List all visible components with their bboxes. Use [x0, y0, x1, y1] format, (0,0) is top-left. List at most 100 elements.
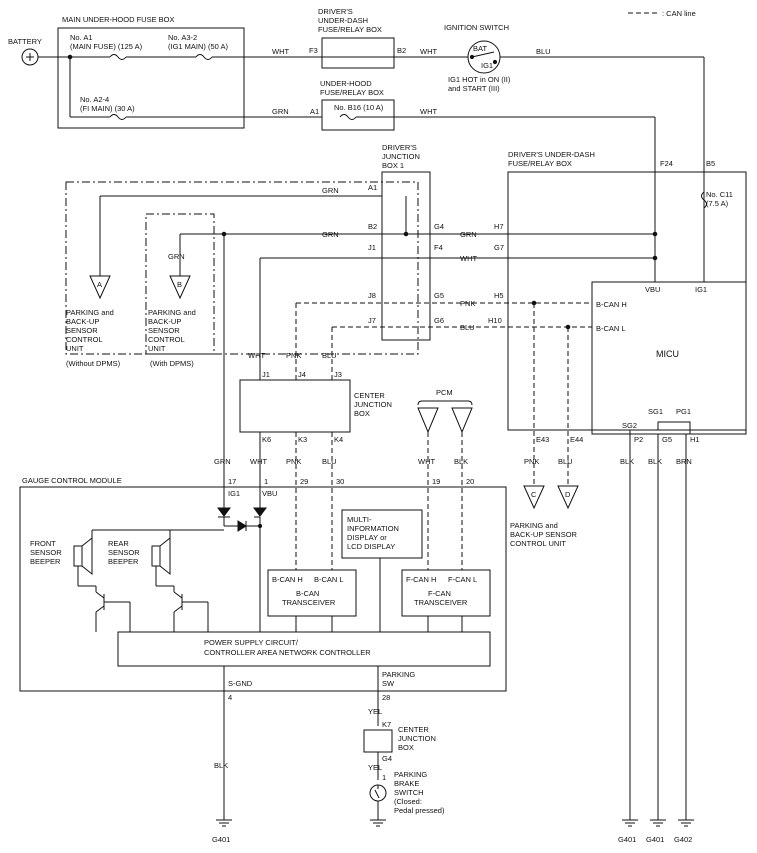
pin-g6: G6 [434, 316, 444, 325]
connector-c-icon [523, 485, 545, 510]
sensor-b-l2: BACK-UP [148, 317, 181, 326]
pin-g4-j: G4 [434, 222, 444, 231]
pin-h7: H7 [494, 222, 504, 231]
fuse-a3-label: No. A3-2 [168, 33, 197, 42]
hood-relay-box [321, 99, 395, 131]
main-fuse-box [57, 27, 245, 129]
wire-label-grn-2: GRN [322, 186, 339, 195]
pin-30: 30 [336, 477, 344, 486]
front-beeper-l3: BEEPER [30, 557, 61, 566]
ground-icon-gcm [216, 819, 232, 827]
wire-label-grn-4: GRN [460, 230, 477, 239]
pin-g7: G7 [494, 243, 504, 252]
gcm-ig1: IG1 [228, 489, 240, 498]
pin-cjb-j3: J3 [334, 370, 342, 379]
micu-ig1: IG1 [695, 285, 707, 294]
sensor-b-note: (With DPMS) [150, 359, 194, 368]
mid-l1: MULTI- [347, 515, 372, 524]
wire-label-pnk-2: PNK [286, 351, 301, 360]
sensor-b-l5: UNIT [148, 344, 166, 353]
pin-b2-j: B2 [368, 222, 377, 231]
junction-box-1 [381, 171, 431, 341]
wire-label-wht-6: WHT [250, 457, 267, 466]
wire-label-pnk-3: PNK [286, 457, 301, 466]
hood-relay-l2: FUSE/RELAY BOX [320, 88, 384, 97]
fuse-a3-rating: (IG1 MAIN) (50 A) [168, 42, 229, 51]
pin-cjb-j1: J1 [262, 370, 270, 379]
sensor-cd-l3: CONTROL UNIT [510, 539, 566, 548]
dash-relay-top-l3: FUSE/RELAY BOX [318, 25, 382, 34]
pcm-connector-2-icon [451, 407, 473, 434]
connector-b-icon [169, 275, 191, 300]
pin-f4-j: F4 [434, 243, 443, 252]
cjb-l3: BOX [354, 409, 370, 418]
fcan-title2: TRANSCEIVER [414, 598, 468, 607]
fuse-a1-icon [109, 54, 127, 60]
dash-relay-right-l2: FUSE/RELAY BOX [508, 159, 572, 168]
connector-b-letter: B [177, 280, 182, 289]
dash-relay-right-l1: DRIVER'S UNDER-DASH [508, 150, 595, 159]
cjb2-l1: CENTER [398, 725, 429, 734]
ground-g401-g5: G401 [646, 835, 664, 844]
ignition-ig1: IG1 [481, 61, 493, 70]
wire-label-blk-2: BLK [620, 457, 634, 466]
park-sw-l2: SW [382, 679, 395, 688]
dash-relay-box-right [507, 171, 747, 431]
fcan-title: F-CAN [428, 589, 451, 598]
multi-info-display [341, 509, 423, 559]
mid-l3: DISPLAY or [347, 533, 387, 542]
pin-cjb-k3: K3 [298, 435, 307, 444]
ignition-note2: and START (III) [448, 84, 500, 93]
cjb2-l3: BOX [398, 743, 414, 752]
connector-d-icon [557, 485, 579, 510]
fuse-a1-label: No. A1 [70, 33, 93, 42]
dash-relay-top-l1: DRIVER'S [318, 7, 353, 16]
gauge-control-module [19, 486, 507, 692]
fuse-a2-icon [109, 114, 127, 120]
sensor-cd-l1: PARKING and [510, 521, 558, 530]
micu-title: MICU [656, 349, 679, 359]
connector-a-icon [89, 275, 111, 300]
connector-a-letter: A [97, 280, 102, 289]
junction1-l3: BOX 1 [382, 161, 404, 170]
pin-cjb-k6: K6 [262, 435, 271, 444]
cjb2-l2: JUNCTION [398, 734, 436, 743]
diode-vbu-icon [253, 507, 267, 517]
pin-cjb-k4: K4 [334, 435, 343, 444]
sensor-b-l1: PARKING and [148, 308, 196, 317]
pin-b5: B5 [706, 159, 715, 168]
battery-label: BATTERY [8, 37, 42, 46]
pin-h5: H5 [494, 291, 504, 300]
fuse-a3-icon [195, 54, 213, 60]
wire-label-grn: GRN [272, 107, 289, 116]
center-junction-box [239, 379, 351, 433]
pin-e44: E44 [570, 435, 583, 444]
pcm-connector-1-icon [417, 407, 439, 434]
dash-relay-box-top [321, 37, 395, 69]
ground-icon-h1 [678, 819, 694, 827]
wire-label-yel: YEL [368, 707, 382, 716]
sensor-a-l3: SENSOR [66, 326, 98, 335]
junction1-l1: DRIVER'S [382, 143, 417, 152]
gcm-title: GAUGE CONTROL MODULE [22, 476, 122, 485]
main-fuse-box-title: MAIN UNDER-HOOD FUSE BOX [62, 15, 175, 24]
wire-label-wht-7: WHT [418, 457, 435, 466]
brake-l3: SWITCH [394, 788, 424, 797]
without-dpms-boundary [65, 181, 419, 355]
ignition-note1: IG1 HOT in ON (II) [448, 75, 511, 84]
front-beeper-l2: SENSOR [30, 548, 62, 557]
bcan-title2: TRANSCEIVER [282, 598, 336, 607]
fuse-a2-label: No. A2-4 [80, 95, 109, 104]
ground-g402: G402 [674, 835, 692, 844]
gcm-vbu: VBU [262, 489, 277, 498]
sensor-b-l3: SENSOR [148, 326, 180, 335]
ground-icon-g5 [650, 819, 666, 827]
sgnd-label: S-GND [228, 679, 253, 688]
hood-relay-l1: UNDER-HOOD [320, 79, 372, 88]
pin-j1-j: J1 [368, 243, 376, 252]
mid-l4: LCD DISPLAY [347, 542, 395, 551]
sensor-a-l2: BACK-UP [66, 317, 99, 326]
wire-label-blu-5: BLU [558, 457, 573, 466]
ps-l2: CONTROLLER AREA NETWORK CONTROLLER [204, 648, 371, 657]
